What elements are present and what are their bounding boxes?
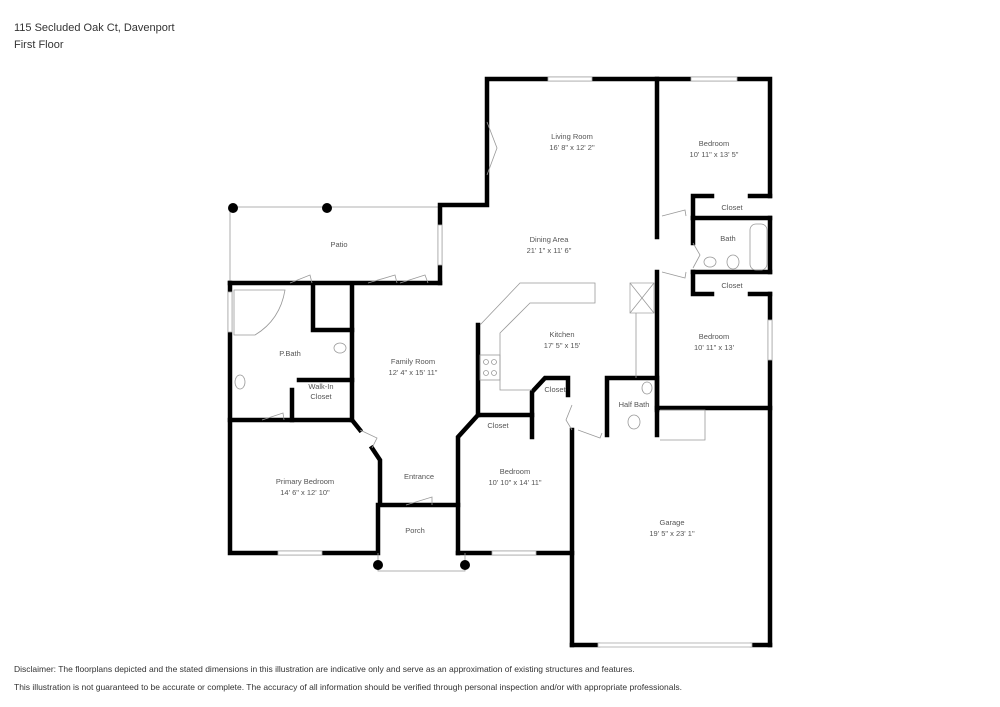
- patio-outline: [228, 203, 440, 283]
- doors: [261, 121, 701, 506]
- dining-area-label: Dining Area: [530, 235, 570, 244]
- walk-in-closet-label: Closet: [310, 392, 332, 401]
- bedroom-ne-dims: 10' 11" x 13' 5": [690, 150, 739, 159]
- bedroom-s-dims: 10' 10" x 14' 11": [488, 478, 541, 487]
- room-labels: Living Room 16' 8" x 12' 2" Bedroom 10' …: [276, 132, 744, 538]
- patio-column: [228, 203, 238, 213]
- walk-in-label: Walk-In: [308, 382, 333, 391]
- half-bath-label: Half Bath: [619, 400, 650, 409]
- closet-kitchen-label: Closet: [544, 385, 566, 394]
- address-title: 115 Secluded Oak Ct, Davenport: [14, 22, 175, 34]
- patio-label: Patio: [330, 240, 347, 249]
- bedroom-e-dims: 10' 11" x 13': [694, 343, 735, 352]
- disclaimer-line-2: This illustration is not guaranteed to b…: [14, 682, 682, 692]
- disclaimer-line-1: Disclaimer: The floorplans depicted and …: [14, 664, 635, 674]
- bedroom-e-label: Bedroom: [699, 332, 729, 341]
- primary-bedroom-label: Primary Bedroom: [276, 477, 334, 486]
- patio-column: [322, 203, 332, 213]
- closet-bedroom-s-label: Closet: [487, 421, 509, 430]
- bedroom-ne-label: Bedroom: [699, 139, 729, 148]
- family-room-dims: 12' 4" x 15' 11": [389, 368, 438, 377]
- bedroom-s-label: Bedroom: [500, 467, 530, 476]
- windows: [227, 76, 773, 648]
- entrance-label: Entrance: [404, 472, 434, 481]
- living-room-label: Living Room: [551, 132, 593, 141]
- dining-area-dims: 21' 1" x 11' 6": [527, 246, 572, 255]
- kitchen-label: Kitchen: [549, 330, 574, 339]
- floor-title: First Floor: [14, 39, 64, 51]
- walls: [227, 76, 773, 648]
- bath-label: Bath: [720, 234, 735, 243]
- kitchen-counters: [479, 282, 637, 391]
- fixtures: [233, 223, 768, 441]
- family-room-label: Family Room: [391, 357, 435, 366]
- porch-label: Porch: [405, 526, 425, 535]
- p-bath-label: P.Bath: [279, 349, 301, 358]
- garage-label: Garage: [659, 518, 684, 527]
- porch-outline: [373, 553, 470, 572]
- kitchen-dims: 17' 5" x 15': [544, 341, 581, 350]
- garage-dims: 19' 5" x 23' 1": [649, 529, 695, 538]
- closet-e-label: Closet: [721, 281, 743, 290]
- closet-ne-label: Closet: [721, 203, 743, 212]
- primary-bedroom-dims: 14' 6" x 12' 10": [280, 488, 330, 497]
- living-room-dims: 16' 8" x 12' 2": [549, 143, 595, 152]
